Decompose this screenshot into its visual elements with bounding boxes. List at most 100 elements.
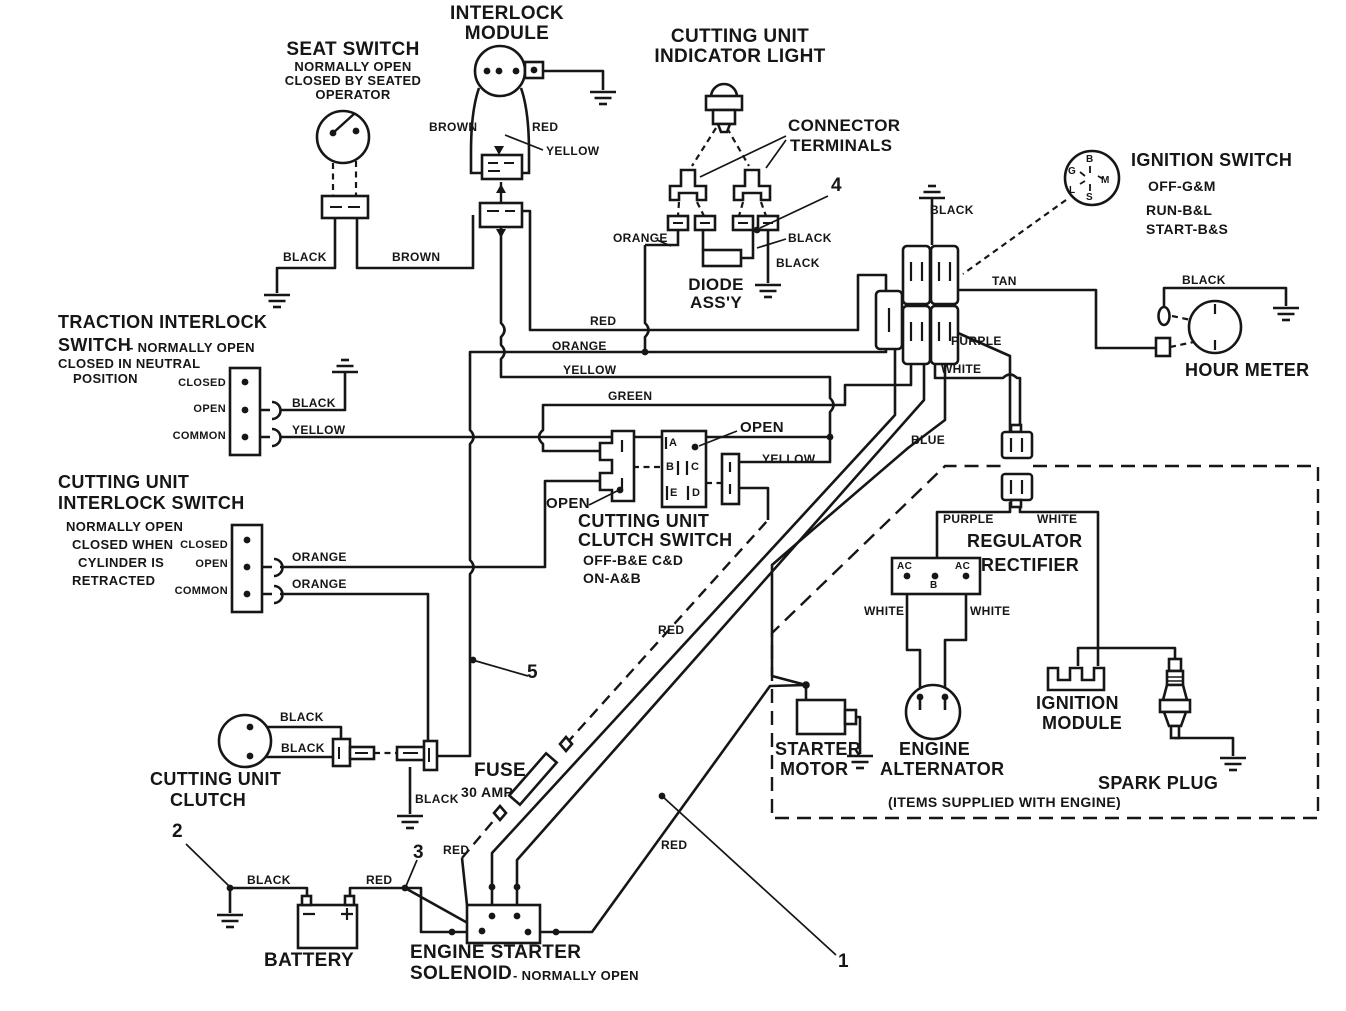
clutch-switch-title-1: CUTTING UNIT — [578, 511, 710, 531]
cutting-clutch-title-2: CLUTCH — [170, 790, 247, 810]
cutting-interlock-sub-1: NORMALLY OPEN — [66, 519, 184, 534]
seat-switch-sub-1: NORMALLY OPEN — [294, 59, 412, 74]
wire-label-black-seat: BLACK — [283, 250, 327, 264]
ignition-terminal-b: B — [1086, 154, 1094, 165]
seat-switch-arm — [332, 113, 503, 203]
callout-4: 4 — [831, 175, 842, 196]
cutting-interlock-terminal-common: COMMON — [174, 585, 228, 597]
ignition-switch-line-3: START-B&S — [1146, 221, 1229, 237]
battery-title: BATTERY — [264, 950, 355, 971]
indicator-light-title-2: INDICATOR LIGHT — [654, 46, 826, 67]
seat-switch-circle — [315, 109, 371, 165]
cutting-interlock-title-1: CUTTING UNIT — [58, 472, 190, 492]
engine-items-note: (ITEMS SUPPLIED WITH ENGINE) — [888, 794, 1122, 810]
regulator-title-2: RECTIFIER — [981, 555, 1080, 575]
regulator-terminal-b: B — [930, 580, 938, 591]
wire-label-red-diag-2: RED — [661, 838, 688, 852]
wire-label-purple-reg: PURPLE — [943, 512, 994, 526]
cutting-interlock-sub-4: RETRACTED — [72, 573, 156, 588]
alternator-title-1: ENGINE — [899, 739, 971, 759]
interlock-module-title-1: INTERLOCK — [450, 3, 564, 24]
leader-lines — [185, 134, 837, 956]
fuse-rating: 30 AMP — [461, 784, 514, 800]
wire-label-white-reg: WHITE — [1037, 512, 1078, 526]
wire-label-brown-seat: BROWN — [392, 250, 441, 264]
traction-terminal-closed: CLOSED — [178, 377, 226, 389]
clutch-switch-sub-2: ON-A&B — [583, 570, 642, 586]
wire-label-black-clutch-3: BLACK — [415, 792, 459, 806]
traction-switch-sub-2: POSITION — [73, 371, 138, 386]
ignition-module-title-2: MODULE — [1042, 713, 1123, 733]
wire-label-black-clutch-1: BLACK — [280, 710, 324, 724]
ignition-switch-line-1: OFF-G&M — [1148, 178, 1216, 194]
clutch-terminal-d: D — [692, 487, 701, 499]
solenoid-title-2b: - NORMALLY OPEN — [513, 968, 639, 983]
clutch-terminal-b: B — [666, 461, 675, 473]
wire-label-white-alt-1: WHITE — [864, 604, 905, 618]
callout-2: 2 — [172, 821, 183, 842]
starter-motor-title-2: MOTOR — [780, 759, 849, 779]
solenoid-title-2: SOLENOID — [410, 963, 513, 984]
wire-label-green-bus: GREEN — [608, 389, 653, 403]
fuse-clips — [492, 735, 574, 822]
clutch-switch-open-1: OPEN — [740, 419, 784, 436]
wire-label-tan: TAN — [992, 274, 1017, 288]
connector-terminal-left — [668, 168, 708, 202]
regulator-title-1: REGULATOR — [967, 531, 1083, 551]
wire-label-red-battery: RED — [366, 873, 393, 887]
cutting-interlock-title-2: INTERLOCK SWITCH — [58, 493, 245, 513]
cutting-clutch-title-1: CUTTING UNIT — [150, 769, 282, 789]
hour-meter-circle — [1187, 299, 1243, 355]
starter-motor-body — [795, 698, 847, 736]
clutch-switch-sub-1: OFF-B&E C&D — [583, 552, 684, 568]
ignition-switch-line-2: RUN-B&L — [1146, 202, 1213, 218]
starter-motor-title-1: STARTER — [775, 739, 862, 759]
traction-switch-title-2b: - NORMALLY OPEN — [129, 340, 255, 355]
dashed-wires — [331, 127, 1197, 755]
wires — [228, 69, 1288, 934]
wire-label-black-diode-2: BLACK — [776, 256, 820, 270]
wire-label-black-hourmeter: BLACK — [1182, 273, 1226, 287]
wire-label-red-fuse: RED — [443, 843, 470, 857]
ignition-switch-title: IGNITION SWITCH — [1131, 150, 1293, 170]
clutch-switch-open-2: OPEN — [546, 495, 590, 512]
regulator-terminal-ac2: AC — [955, 561, 971, 572]
wire-label-black-grid: BLACK — [930, 203, 974, 217]
wire-label-orange-bus: ORANGE — [552, 339, 607, 353]
diode-body — [701, 248, 743, 268]
clutch-switch-box — [660, 429, 708, 509]
ignition-module-comb — [1046, 666, 1106, 692]
cutting-interlock-sub-3: CYLINDER IS — [78, 555, 165, 570]
cutting-interlock-terminal-open: OPEN — [195, 558, 228, 570]
wire-label-orange-1: ORANGE — [292, 550, 347, 564]
seat-switch-title: SEAT SWITCH — [286, 39, 420, 60]
hour-meter-title: HOUR METER — [1185, 360, 1310, 380]
component-symbols — [217, 44, 1243, 950]
wire-label-red-bus: RED — [590, 314, 617, 328]
wire-label-yellow-module: YELLOW — [546, 144, 600, 158]
regulator-terminal-ac1: AC — [897, 561, 913, 572]
wire-label-orange-diode: ORANGE — [613, 231, 668, 245]
wire-label-purple-upper: PURPLE — [951, 334, 1002, 348]
alternator-title-2: ALTERNATOR — [880, 759, 1005, 779]
wire-label-red-module: RED — [532, 120, 559, 134]
indicator-light-title-1: CUTTING UNIT — [670, 26, 810, 47]
solenoid-title-1: ENGINE STARTER — [410, 942, 582, 963]
cutting-clutch-circle — [217, 713, 273, 769]
traction-switch-sub-1: CLOSED IN NEUTRAL — [58, 356, 201, 371]
wire-label-yellow-clutch: YELLOW — [762, 452, 816, 466]
wire-label-brown-module: BROWN — [429, 120, 478, 134]
battery-body — [296, 903, 359, 950]
ignition-module-title-1: IGNITION — [1036, 693, 1119, 713]
clutch-terminal-a: A — [669, 437, 678, 449]
wire-label-black-diode-1: BLACK — [788, 231, 832, 245]
ignition-terminal-s: S — [1086, 192, 1094, 203]
bulb-dome — [709, 82, 739, 98]
fuse-body — [507, 751, 559, 807]
fuse-title: FUSE — [474, 760, 527, 781]
wire-label-blue: BLUE — [911, 433, 946, 447]
clutch-terminal-e: E — [670, 487, 678, 499]
ignition-terminal-l: L — [1069, 185, 1076, 196]
